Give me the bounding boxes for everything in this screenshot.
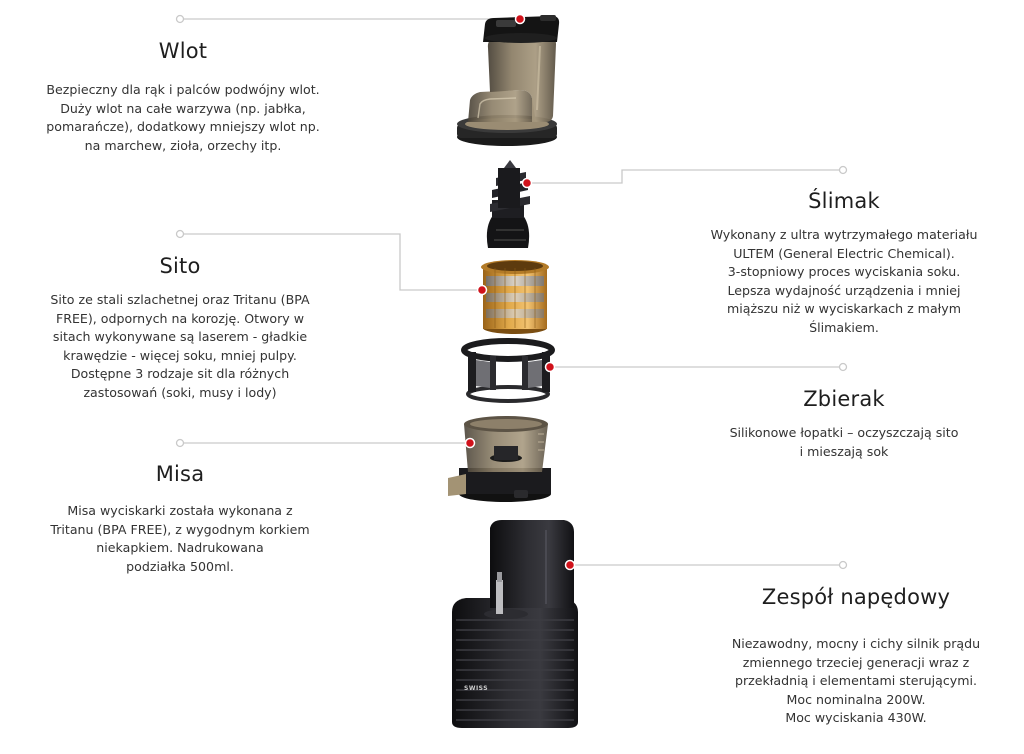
marker-zespol — [564, 559, 576, 571]
connector-end-dots — [175, 14, 848, 570]
label-block-sito: Sito Sito ze stali szlachetnej oraz Trit… — [40, 254, 320, 403]
label-text-slimak: Wykonany z ultra wytrzymałego materiału … — [710, 227, 978, 335]
label-text-wlot: Bezpieczny dla rąk i palców podwójny wlo… — [46, 82, 320, 153]
marker-misa — [464, 437, 476, 449]
motor-base-ribs — [456, 619, 574, 721]
part-wiper-basket — [461, 338, 555, 403]
marker-dots — [464, 13, 576, 571]
connector-dot-zespol — [838, 560, 848, 570]
label-title-zbierak: Zbierak — [803, 387, 885, 411]
label-title-zespol: Zespół napędowy — [761, 585, 951, 609]
brand-logo: SWISS — [464, 685, 488, 692]
label-text-zbierak: Silikonowe łopatki – oczyszczają sito i … — [729, 425, 959, 459]
part-auger — [486, 160, 530, 248]
label-text-misa: Misa wyciskarki została wykonana z Trita… — [50, 503, 310, 574]
label-block-slimak: Ślimak Wykonany z ultra wytrzymałego mat… — [702, 189, 986, 338]
connector-dot-sito — [175, 229, 185, 239]
marker-slimak — [521, 177, 533, 189]
label-title-wlot: Wlot — [158, 39, 208, 63]
marker-zbierak — [544, 361, 556, 373]
connector-lines — [180, 18, 843, 566]
marker-wlot — [514, 13, 526, 25]
connector-slimak — [527, 169, 843, 184]
label-title-misa: Misa — [155, 462, 205, 486]
part-bowl — [448, 416, 551, 502]
marker-sito — [476, 284, 488, 296]
part-motor-base: SWISS — [452, 520, 578, 728]
part-feed-chute — [457, 15, 560, 146]
connector-dot-slimak — [838, 165, 848, 175]
label-block-zespol: Zespół napędowy Niezawodny, mocny i cich… — [716, 585, 996, 728]
connector-sito — [180, 233, 482, 291]
label-block-wlot: Wlot Bezpieczny dla rąk i palców podwójn… — [38, 39, 328, 155]
label-text-sito: Sito ze stali szlachetnej oraz Tritanu (… — [50, 292, 310, 400]
label-text-zespol: Niezawodny, mocny i cichy silnik prądu z… — [731, 636, 981, 726]
label-block-zbierak: Zbierak Silikonowe łopatki – oczyszczają… — [716, 387, 972, 461]
label-title-sito: Sito — [159, 254, 201, 278]
label-title-slimak: Ślimak — [808, 189, 880, 213]
connector-dot-zbierak — [838, 362, 848, 372]
connector-dot-misa — [175, 438, 185, 448]
connector-dot-wlot — [175, 14, 185, 24]
label-block-misa: Misa Misa wyciskarki została wykonana z … — [50, 462, 310, 576]
part-strainer — [481, 260, 549, 334]
